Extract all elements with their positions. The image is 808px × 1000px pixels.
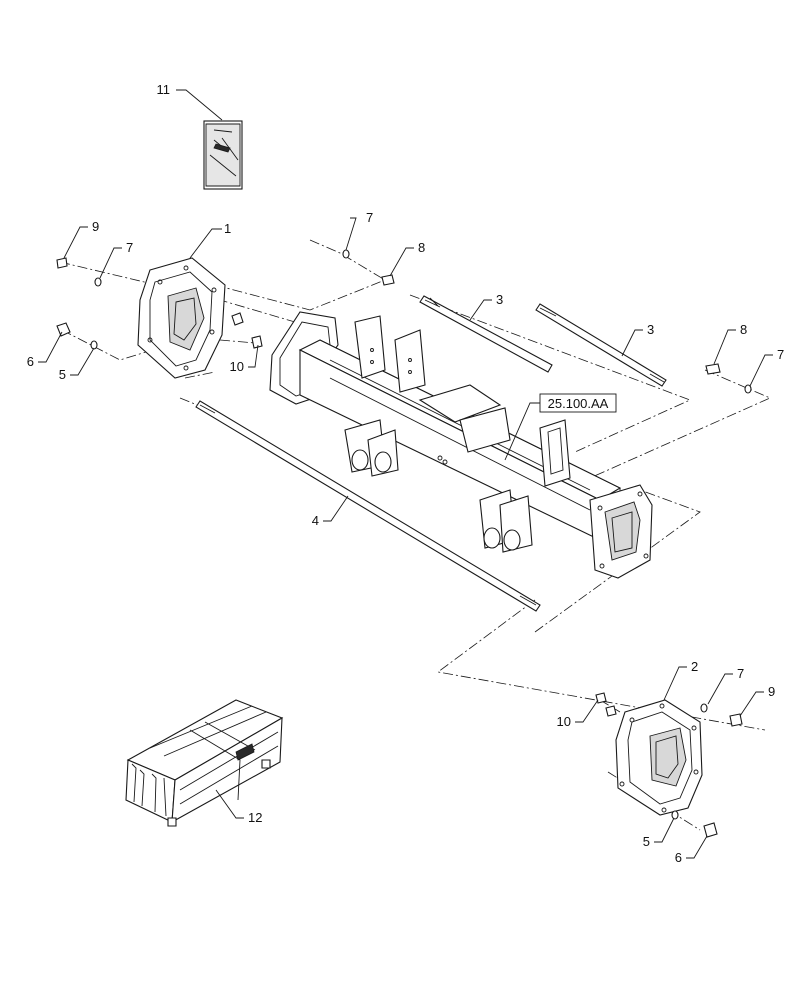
callout-3b: 3 xyxy=(647,322,654,337)
shipping-crate-icon xyxy=(125,699,284,827)
callout-7b: 7 xyxy=(366,210,373,225)
callout-8a: 8 xyxy=(418,240,425,255)
callout-10a: 10 xyxy=(230,359,244,374)
callout-7c: 7 xyxy=(777,347,784,362)
callout-4: 4 xyxy=(312,513,319,528)
left-hub-mount xyxy=(137,257,226,379)
callout-9a: 9 xyxy=(92,219,99,234)
callout-3a: 3 xyxy=(496,292,503,307)
callout-9b: 9 xyxy=(768,684,775,699)
right-hardware xyxy=(595,692,743,838)
axle-frame xyxy=(269,311,653,579)
callout-8b: 8 xyxy=(740,322,747,337)
callout-2: 2 xyxy=(691,659,698,674)
callout-1: 1 xyxy=(224,221,231,236)
manual-booklet-icon xyxy=(203,120,243,190)
callout-5b: 5 xyxy=(643,834,650,849)
callout-12: 12 xyxy=(248,810,262,825)
callout-labels: 11 1 9 7 6 5 10 7 8 3 3 8 7 4 2 7 9 10 5… xyxy=(27,82,784,865)
long-shaft xyxy=(195,400,541,612)
section-reference-label: 25.100.AA xyxy=(548,396,609,411)
right-hub-mount xyxy=(615,699,703,816)
tie-rods xyxy=(419,295,667,387)
callout-5a: 5 xyxy=(59,367,66,382)
callout-11: 11 xyxy=(157,82,171,97)
callout-6b: 6 xyxy=(675,850,682,865)
callout-7a: 7 xyxy=(126,240,133,255)
callout-10b: 10 xyxy=(557,714,571,729)
left-hardware xyxy=(56,249,752,394)
section-reference[interactable]: 25.100.AA xyxy=(504,393,617,461)
leader-lines xyxy=(38,89,773,859)
callout-7d: 7 xyxy=(737,666,744,681)
callout-6a: 6 xyxy=(27,354,34,369)
